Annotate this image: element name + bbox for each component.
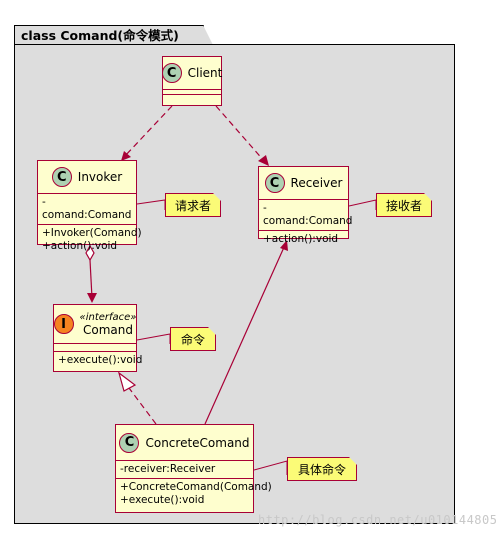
interface-comand-fields <box>54 344 136 352</box>
field-item: -receiver:Receiver <box>120 463 216 475</box>
note-receiver: 接收者 <box>376 193 432 217</box>
class-concrete-methods: +ConcreteComand(Comand) +execute():void <box>116 479 272 509</box>
class-invoker-methods: +Invoker(Comand) +action():void <box>38 225 142 255</box>
interface-badge-icon: I <box>53 314 74 334</box>
concrete-receiver-association <box>204 244 286 425</box>
interface-comand-methods: +execute():void <box>54 352 143 369</box>
class-invoker-header: C Invoker <box>38 161 136 194</box>
note-concrete: 具体命令 <box>287 457 357 481</box>
field-item: -comand:Comand <box>42 196 132 221</box>
watermark: http://blog.csdn.net/u010144805 <box>258 513 497 527</box>
interface-comand-title: «interface» Comand <box>80 312 137 337</box>
class-concrete-comand: C ConcreteComand -receiver:Receiver +Con… <box>115 424 272 513</box>
client-invoker-dependency <box>123 105 173 158</box>
note-connector-receiver <box>348 199 377 210</box>
class-client: C Client <box>161 56 223 106</box>
realization-triangle <box>117 371 137 392</box>
class-badge-icon: C <box>51 167 72 187</box>
class-concrete-name: ConcreteComand <box>145 435 250 450</box>
concrete-receiver-arrowhead <box>280 240 288 251</box>
interface-comand: I «interface» Comand +execute():void <box>53 304 143 372</box>
class-invoker-fields: -comand:Comand <box>38 194 136 225</box>
class-client-fields <box>163 90 221 95</box>
method-item: +execute():void <box>120 494 205 506</box>
class-client-header: C Client <box>161 57 223 90</box>
class-concrete-header: C ConcreteComand <box>116 425 253 461</box>
client-receiver-dependency <box>215 105 266 163</box>
method-item: +action():void <box>42 240 118 252</box>
class-badge-icon: C <box>264 173 285 193</box>
class-client-name: Client <box>187 66 223 80</box>
class-receiver-fields: -comand:Comand <box>259 200 353 231</box>
note-connector-invoker <box>136 199 166 210</box>
class-invoker: C Invoker -comand:Comand +Invoker(Comand… <box>37 160 142 252</box>
class-client-methods <box>163 95 221 99</box>
concrete-comand-realization <box>128 387 157 425</box>
class-concrete-fields: -receiver:Receiver <box>116 461 253 479</box>
class-badge-icon: C <box>119 432 140 453</box>
client-receiver-arrowhead <box>258 155 269 166</box>
class-badge-icon: C <box>161 63 182 83</box>
note-invoker: 请求者 <box>165 193 221 217</box>
class-receiver-header: C Receiver <box>259 167 348 200</box>
interface-stereotype: «interface» <box>79 311 137 323</box>
interface-comand-header: I «interface» Comand <box>53 305 137 344</box>
interface-comand-name: Comand <box>83 322 133 337</box>
note-comand: 命令 <box>170 327 216 351</box>
note-connector-comand <box>136 333 171 344</box>
class-receiver: C Receiver -comand:Comand +action():void <box>258 166 353 245</box>
class-receiver-name: Receiver <box>290 176 343 190</box>
client-invoker-arrowhead <box>121 151 131 161</box>
invoker-comand-aggregation <box>89 259 93 299</box>
note-connector-concrete <box>253 460 288 475</box>
class-invoker-name: Invoker <box>77 170 123 184</box>
method-item: +ConcreteComand(Comand) <box>120 481 272 493</box>
diagram-canvas: class Comand(命令模式) C Client <box>14 24 497 527</box>
class-receiver-methods: +action():void <box>259 231 348 248</box>
method-item: +execute():void <box>58 354 143 366</box>
method-item: +Invoker(Comand) <box>42 227 142 239</box>
package-title: class Comand(命令模式) <box>14 24 213 45</box>
method-item: +action():void <box>263 233 339 245</box>
invoker-comand-arrowhead <box>87 293 97 303</box>
field-item: -comand:Comand <box>263 202 353 227</box>
